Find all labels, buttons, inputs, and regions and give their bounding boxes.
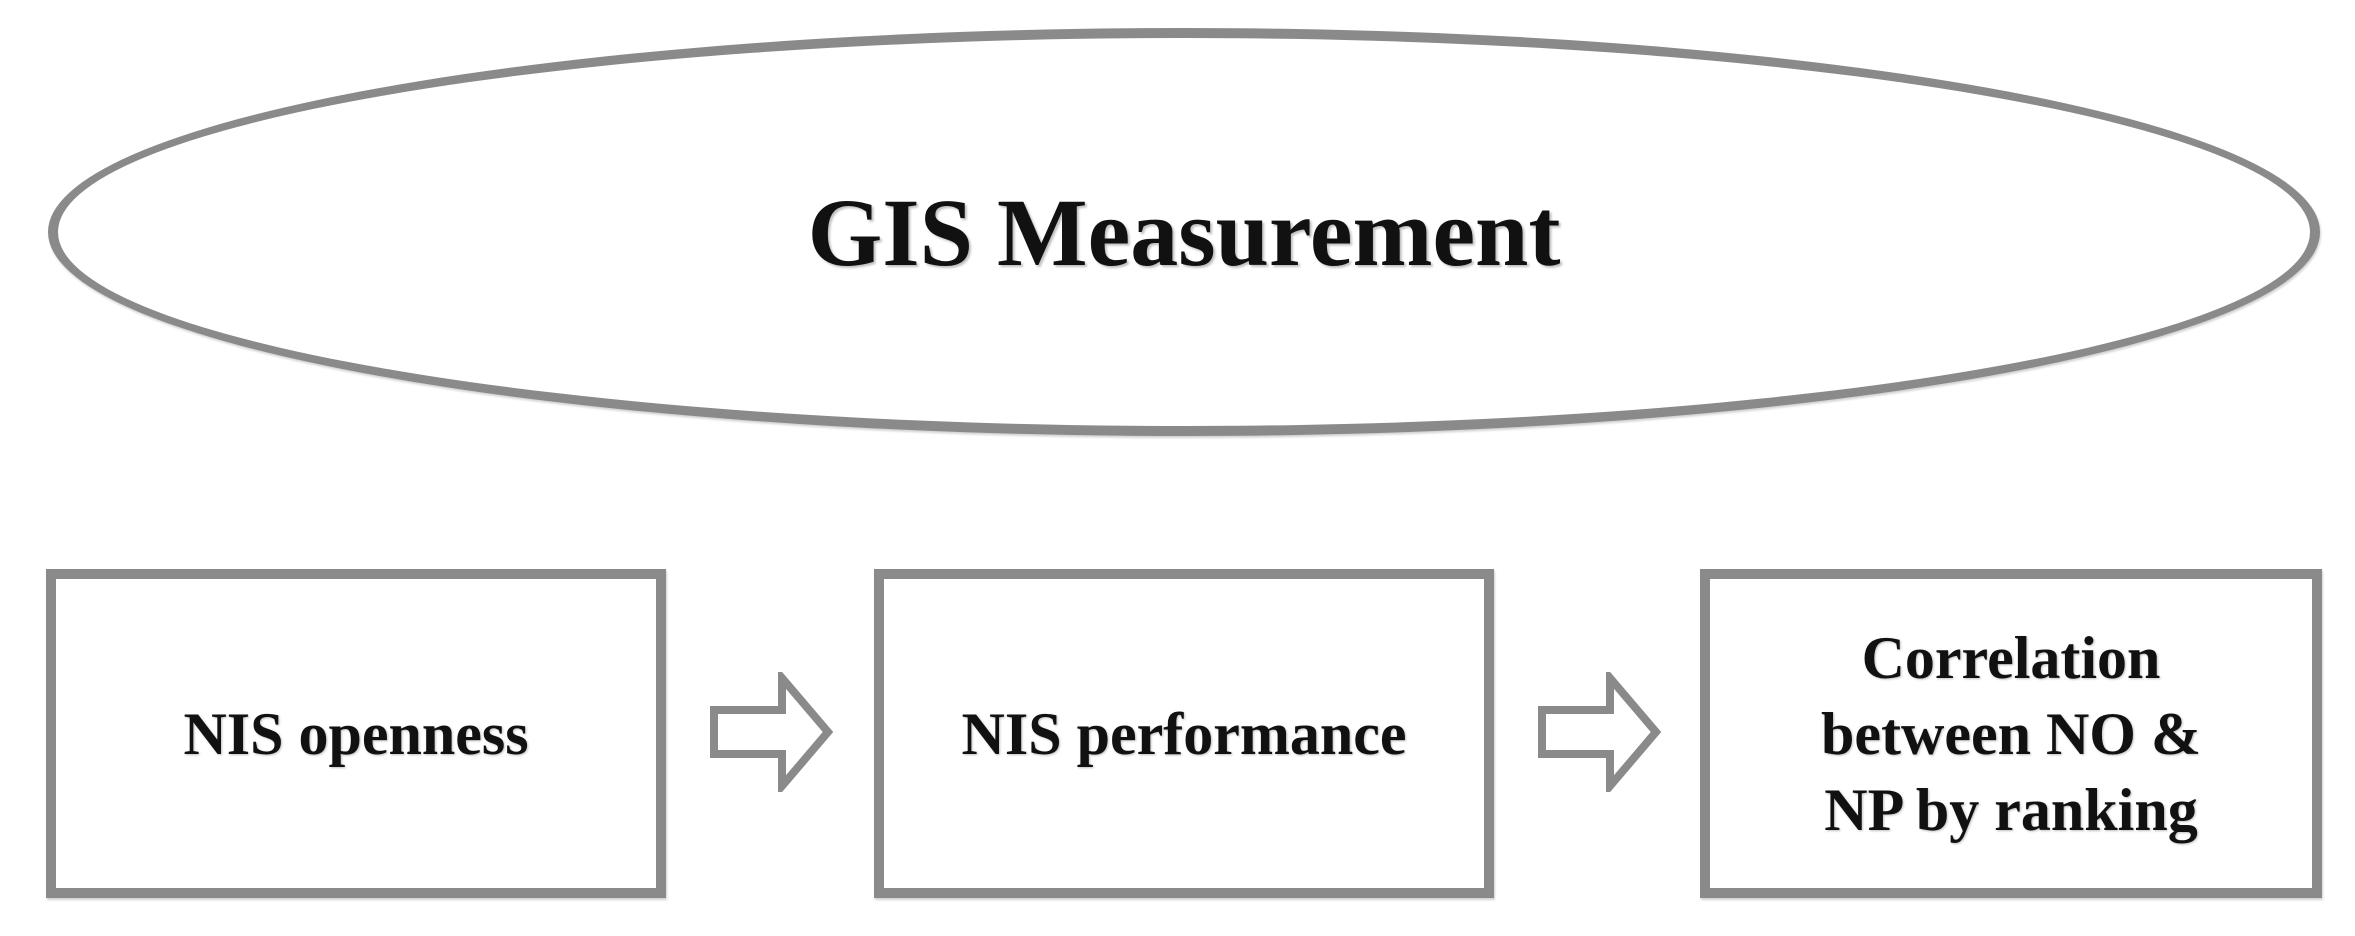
gis-measurement-ellipse: GIS Measurement [48, 28, 2320, 436]
step-box-correlation: Correlation between NO & NP by ranking [1700, 569, 2322, 898]
step-box-nis-openness: NIS openness [46, 569, 666, 898]
right-arrow-icon [710, 672, 834, 792]
diagram-title: GIS Measurement [807, 178, 1561, 286]
step-label: NIS performance [961, 700, 1407, 767]
right-arrow-icon [1538, 672, 1662, 792]
step-label: Correlation between NO & NP by ranking [1821, 624, 2201, 843]
step-box-nis-performance: NIS performance [874, 569, 1494, 898]
step-label: NIS openness [183, 700, 529, 767]
